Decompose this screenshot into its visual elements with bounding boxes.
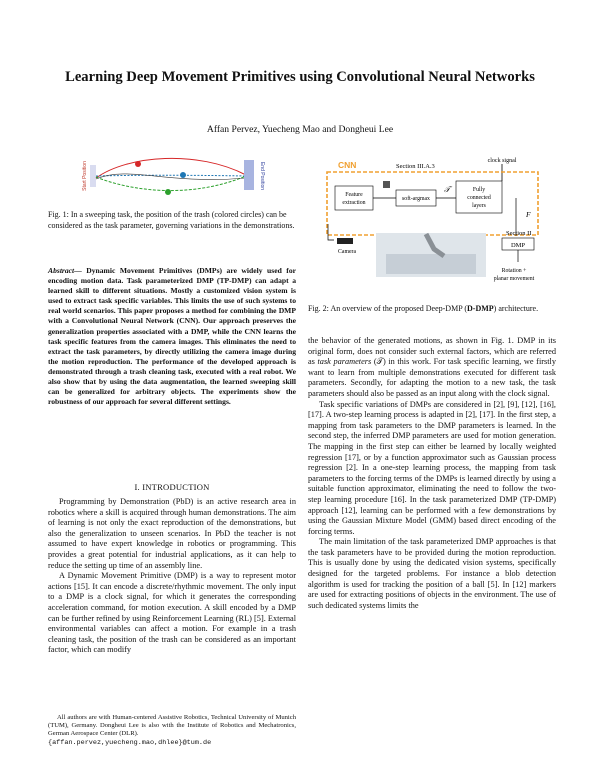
footnote-text: All authors are with Human-centered Assi… xyxy=(48,714,296,738)
trash-position-red xyxy=(135,161,141,167)
right-p1-a: the behavior of the generated motions, a… xyxy=(308,336,556,367)
demo-trajectory-red xyxy=(95,157,247,179)
demo-trajectory-black xyxy=(95,173,247,180)
task-parameters-term: task parameters xyxy=(317,357,372,367)
section-iii-a3-label: Section III.A.3 xyxy=(396,163,435,170)
fc-label-1: Fully xyxy=(473,187,485,193)
intro-left-column: Programming by Demonstration (PbD) is an… xyxy=(48,497,296,656)
abstract-text: — Dynamic Movement Primitives (DMPs) are… xyxy=(48,266,296,407)
end-position-box xyxy=(244,160,254,190)
robot-table xyxy=(386,254,476,274)
camera-icon xyxy=(337,238,353,244)
figure-2-architecture: clock signal CNN Section III.A.3 Feature… xyxy=(326,158,539,282)
abstract-lead: Abstract xyxy=(48,266,75,275)
section-heading-introduction: I. INTRODUCTION xyxy=(134,482,210,492)
right-paragraph-3: The main limitation of the task paramete… xyxy=(308,537,556,610)
figure-2-caption-prefix: Fig. 2: An overview of the proposed Deep… xyxy=(308,304,468,313)
paper-title: Learning Deep Movement Primitives using … xyxy=(65,69,535,85)
abstract: Abstract— Dynamic Movement Primitives (D… xyxy=(48,266,296,407)
feature-map-icon xyxy=(383,181,390,188)
rotation-label: Rotation + xyxy=(502,268,527,274)
fc-label-2: connected xyxy=(467,195,491,201)
feature-extraction-box xyxy=(334,185,374,211)
right-p1-b: in this work. For task specific learning… xyxy=(308,357,556,398)
robot-arm xyxy=(423,232,446,259)
tau-inline-symbol: (𝒯) xyxy=(371,357,389,367)
trash-position-blue xyxy=(180,172,186,178)
planar-movement-label: planar movement xyxy=(494,276,535,282)
soft-argmax-label: soft-argmax xyxy=(402,195,430,202)
figure-2-caption: Fig. 2: An overview of the proposed Deep… xyxy=(308,304,556,315)
intro-paragraph-2: A Dynamic Movement Primitive (DMP) is a … xyxy=(48,571,296,655)
start-position-marker xyxy=(90,165,96,187)
f-symbol: F xyxy=(525,210,531,219)
figure-2-caption-bold: D-DMP xyxy=(467,304,494,313)
right-paragraph-1: the behavior of the generated motions, a… xyxy=(308,336,556,400)
tau-symbol: 𝒯 xyxy=(444,185,453,194)
author-emails: {affan.pervez,yuecheng.mao,dhlee}@tum.de xyxy=(48,738,212,747)
arrow-camera-loop xyxy=(327,224,334,241)
trash-position-green xyxy=(165,189,171,195)
paper-authors: Affan Pervez, Yuecheng Mao and Dongheui … xyxy=(206,124,394,135)
demo-trajectory-green xyxy=(95,175,247,192)
fully-connected-box xyxy=(455,180,503,214)
fc-label-3: layers xyxy=(472,203,487,209)
intro-right-column: the behavior of the generated motions, a… xyxy=(308,336,556,611)
dmp-label: DMP xyxy=(511,242,525,249)
camera-label: Camera xyxy=(338,249,356,255)
section-ii-label: Section II xyxy=(506,230,531,237)
figure-1-caption: Fig. 1: In a sweeping task, the position… xyxy=(48,210,295,230)
start-position-label: Start Position xyxy=(82,161,88,191)
author-footnote: All authors are with Human-centered Assi… xyxy=(48,714,296,747)
figure-2-caption-suffix: ) architecture. xyxy=(493,304,539,313)
end-position-label: End Position xyxy=(259,162,265,190)
demo-trajectory-blue xyxy=(95,174,247,177)
feature-extraction-label-2: extraction xyxy=(342,200,365,206)
cnn-label: CNN xyxy=(338,160,356,170)
feature-extraction-label: Feature xyxy=(345,192,363,198)
clock-signal-label: clock signal xyxy=(488,158,517,164)
intro-paragraph-1: Programming by Demonstration (PbD) is an… xyxy=(48,497,296,570)
figure-1-sweeping-task: Start Position End Position xyxy=(82,157,265,195)
right-paragraph-2: Task specific variations of DMPs are con… xyxy=(308,399,556,536)
